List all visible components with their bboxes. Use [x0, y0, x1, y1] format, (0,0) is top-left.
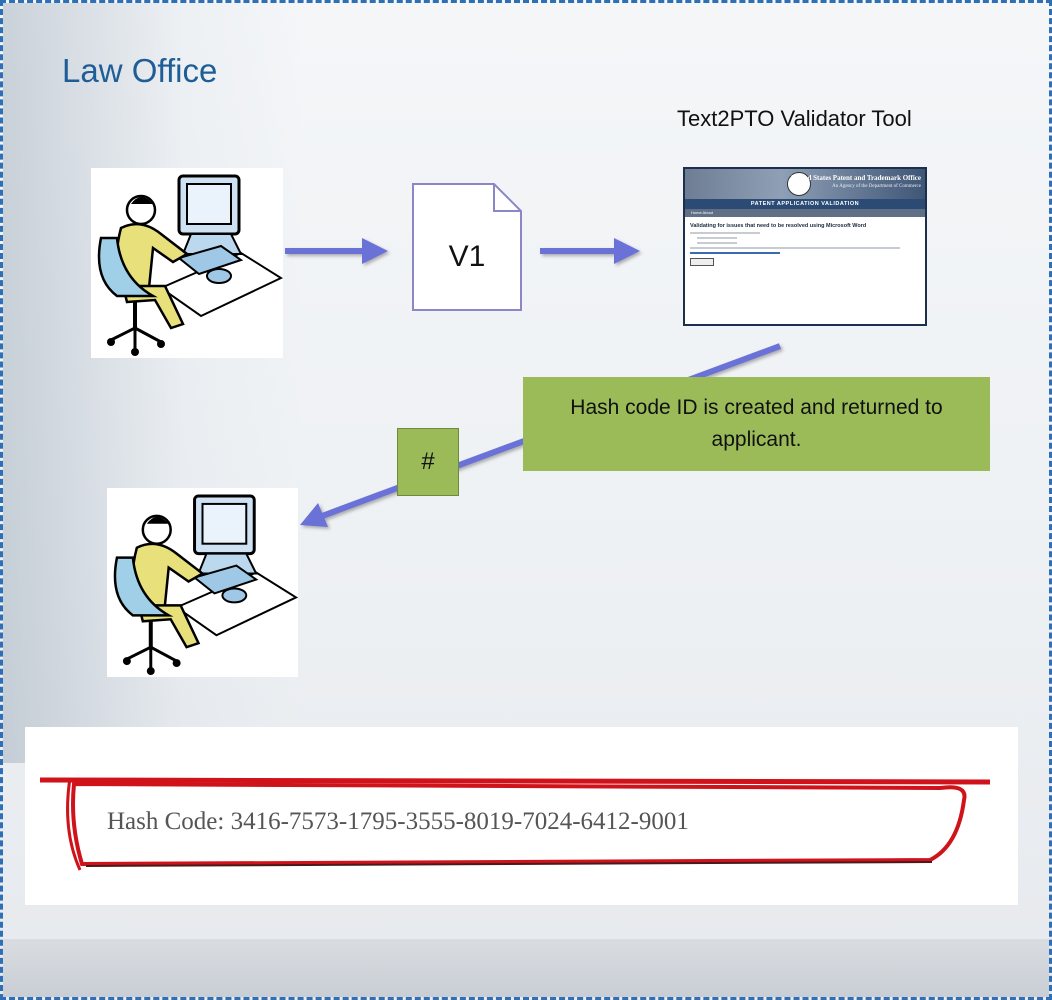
screenshot-link: [690, 252, 780, 254]
hash-symbol-box: #: [397, 428, 459, 496]
screenshot-text-line: [690, 232, 760, 234]
document-label: V1: [448, 240, 486, 273]
callout-text: Hash code ID is created and returned to …: [570, 396, 943, 451]
screenshot-text-line: [690, 247, 900, 249]
arrow-doc-to-tool: [540, 238, 640, 264]
arrow-person-to-doc: [285, 238, 388, 264]
hash-code-text: Hash Code: 3416-7573-1795-3555-8019-7024…: [107, 808, 689, 835]
screenshot-org-name: United States Patent and Trademark Offic…: [791, 174, 921, 182]
screenshot-banner: PATENT APPLICATION VALIDATION: [685, 199, 925, 209]
hash-code-panel: [25, 727, 1018, 905]
person-at-computer-icon: [107, 488, 299, 677]
page-title: Law Office: [62, 52, 218, 89]
validator-screenshot: United States Patent and Trademark Offic…: [683, 167, 927, 326]
bottom-bar: [3, 939, 1049, 997]
screenshot-heading: Validating for issues that need to be re…: [690, 223, 867, 229]
hash-callout: Hash code ID is created and returned to …: [523, 377, 990, 471]
hash-symbol: #: [421, 448, 435, 475]
screenshot-org-sub: An Agency of the Department of Commerce: [832, 184, 921, 189]
screenshot-header: United States Patent and Trademark Offic…: [685, 169, 925, 199]
document-icon: [412, 183, 522, 311]
screenshot-button: [690, 258, 714, 266]
screenshot-nav: Home About: [685, 209, 925, 217]
uspto-seal-icon: [787, 172, 811, 196]
person-at-computer-icon: [91, 168, 284, 358]
screenshot-text-line: [697, 237, 737, 239]
screenshot-text-line: [697, 242, 737, 244]
tool-title: Text2PTO Validator Tool: [677, 106, 912, 131]
